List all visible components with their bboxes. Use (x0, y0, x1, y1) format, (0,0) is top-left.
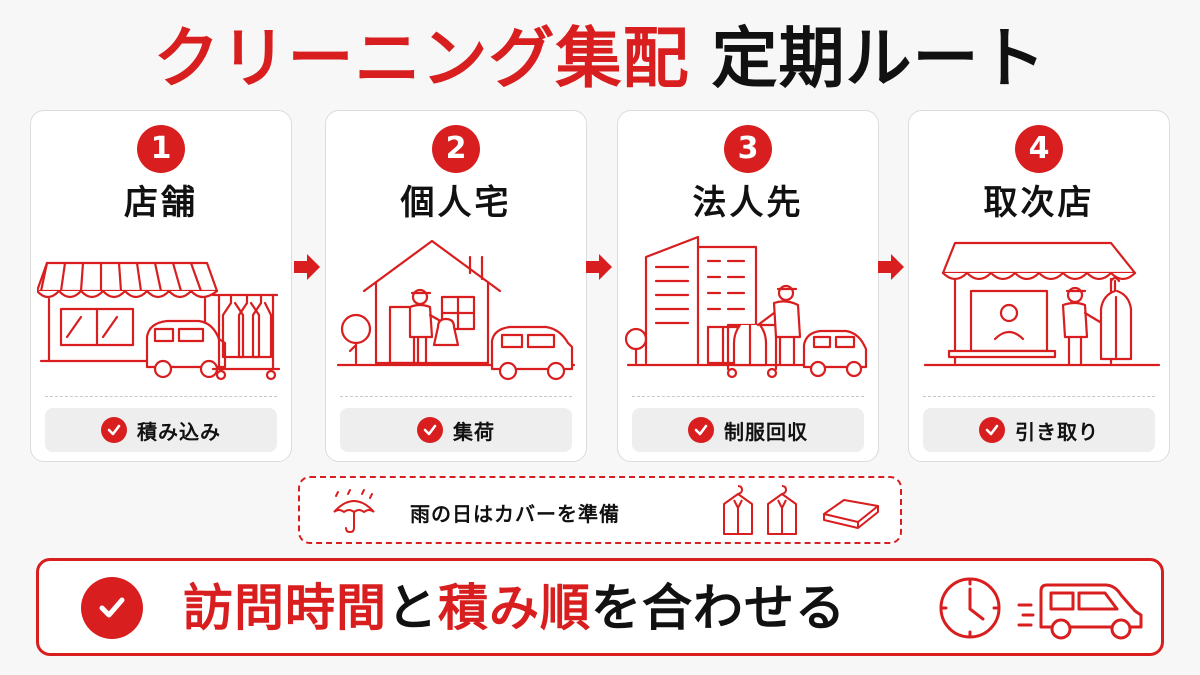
divider (340, 396, 572, 397)
step-number: 1 (137, 125, 185, 173)
title-red: クリーニング集配 (153, 20, 690, 97)
garment-bag-icon (767, 485, 797, 535)
key-message-visit-time: 訪問時間 (183, 579, 387, 637)
check-icon (979, 417, 1005, 443)
divider (632, 396, 864, 397)
arrow-right-icon (878, 254, 904, 280)
action-badge: 引き取り (923, 408, 1155, 452)
key-message-banner: 訪問時間と積み順を合わせる (36, 558, 1164, 656)
step-number: 4 (1015, 125, 1063, 173)
step-title: 個人宅 (400, 183, 512, 223)
garment-bag-icon (723, 485, 753, 535)
key-message-align: を合わせる (591, 579, 846, 637)
home-illustration (336, 239, 576, 381)
action-label: 制服回収 (724, 419, 808, 444)
page-title: クリーニング集配定期ルート (0, 14, 1200, 104)
store-illustration (37, 261, 281, 381)
step-title: 法人先 (692, 183, 804, 223)
action-label: 積み込み (137, 419, 221, 444)
van-icon (1017, 583, 1143, 640)
step-card-office: 3 法人先 制服回収 (617, 110, 879, 462)
step-number: 2 (432, 125, 480, 173)
folded-cover-icon (823, 499, 879, 529)
step-card-home: 2 個人宅 集荷 (325, 110, 587, 462)
check-icon (417, 417, 443, 443)
step-card-agency: 4 取次店 引き取り (908, 110, 1170, 462)
umbrella-icon (333, 489, 375, 534)
key-message-and: と (387, 579, 438, 637)
step-title: 店舗 (124, 183, 198, 223)
action-badge: 集荷 (340, 408, 572, 452)
check-icon (688, 417, 714, 443)
arrow-right-icon (586, 254, 612, 280)
agency-illustration (923, 241, 1161, 367)
office-illustration (624, 235, 868, 379)
key-message: 訪問時間と積み順を合わせる (183, 577, 846, 639)
divider (923, 396, 1155, 397)
check-icon (101, 417, 127, 443)
action-label: 引き取り (1015, 419, 1099, 444)
title-black: 定期ルート (711, 20, 1047, 97)
clock-icon (939, 577, 1001, 639)
rain-note: 雨の日はカバーを準備 (298, 476, 902, 544)
arrow-right-icon (294, 254, 320, 280)
step-card-store: 1 店舗 積み込み (30, 110, 292, 462)
action-badge: 積み込み (45, 408, 277, 452)
action-label: 集荷 (453, 419, 495, 444)
rain-note-text: 雨の日はカバーを準備 (410, 502, 620, 526)
action-badge: 制服回収 (632, 408, 864, 452)
step-title: 取次店 (983, 183, 1095, 223)
key-message-load-order: 積み順 (438, 579, 591, 637)
step-number: 3 (724, 125, 772, 173)
check-icon (81, 577, 143, 639)
divider (45, 396, 277, 397)
